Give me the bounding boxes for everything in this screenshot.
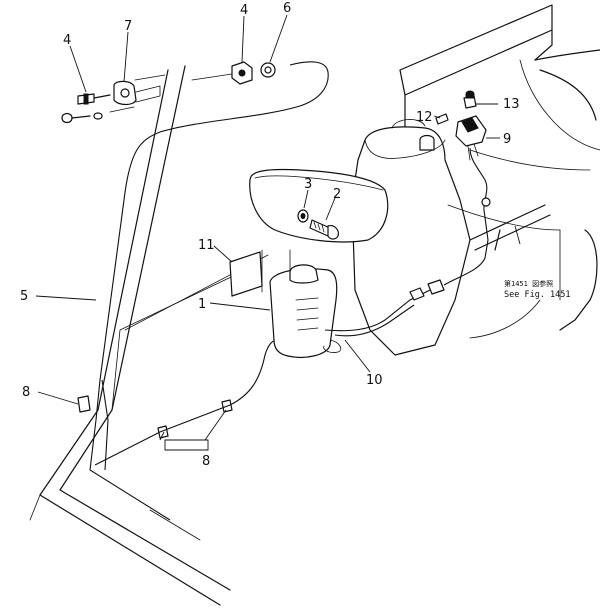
hose-clip-8-lower-a xyxy=(157,425,169,439)
reference-note-en: See Fig. 1451 xyxy=(504,290,571,300)
callout-8-lower: 8 xyxy=(202,454,210,469)
hose-clip-8-left xyxy=(77,395,91,413)
cab-frame xyxy=(29,65,269,606)
seat-cushion xyxy=(249,168,389,243)
callout-7: 7 xyxy=(124,19,132,34)
nozzle-tube xyxy=(89,61,329,521)
bolt-2 xyxy=(309,219,339,240)
callout-8-left: 8 xyxy=(22,385,30,400)
callout-9: 9 xyxy=(503,132,511,147)
washer-tank-1 xyxy=(269,264,342,358)
callout-10: 10 xyxy=(366,373,383,388)
callout-3: 3 xyxy=(304,177,312,192)
bracket-7 xyxy=(113,80,161,106)
callout-4-nut: 4 xyxy=(240,3,248,18)
bolt-4-upper xyxy=(77,93,111,105)
nozzle-tube-lower xyxy=(101,379,109,471)
callout-2: 2 xyxy=(333,187,341,202)
harness-clip xyxy=(481,197,491,207)
washer-12 xyxy=(435,113,449,125)
callout-13: 13 xyxy=(503,97,520,112)
connector-b xyxy=(427,279,445,295)
washer-3 xyxy=(297,209,309,223)
knob-13 xyxy=(463,90,477,109)
tank-outlet-hose xyxy=(94,337,281,466)
switch-9 xyxy=(455,115,487,161)
nozzle-line-upper xyxy=(191,73,233,81)
machine-body xyxy=(351,4,600,356)
reference-note-jp: 第1451 図参照 xyxy=(504,279,553,288)
callout-11: 11 xyxy=(198,238,215,253)
screw-lower xyxy=(61,106,135,124)
nozzle-nut-4 xyxy=(231,61,253,85)
callout-6: 6 xyxy=(283,1,291,16)
leader-lines xyxy=(35,14,521,451)
harness-10b xyxy=(334,304,415,337)
callout-5: 5 xyxy=(20,289,28,304)
harness-10 xyxy=(324,289,431,332)
callout-1: 1 xyxy=(198,297,206,312)
callout-12: 12 xyxy=(416,110,433,125)
callout-4-upper-left: 4 xyxy=(63,33,71,48)
connector-a xyxy=(409,287,425,301)
nozzle-cap-6 xyxy=(260,62,276,78)
label-plate-11 xyxy=(229,251,263,297)
